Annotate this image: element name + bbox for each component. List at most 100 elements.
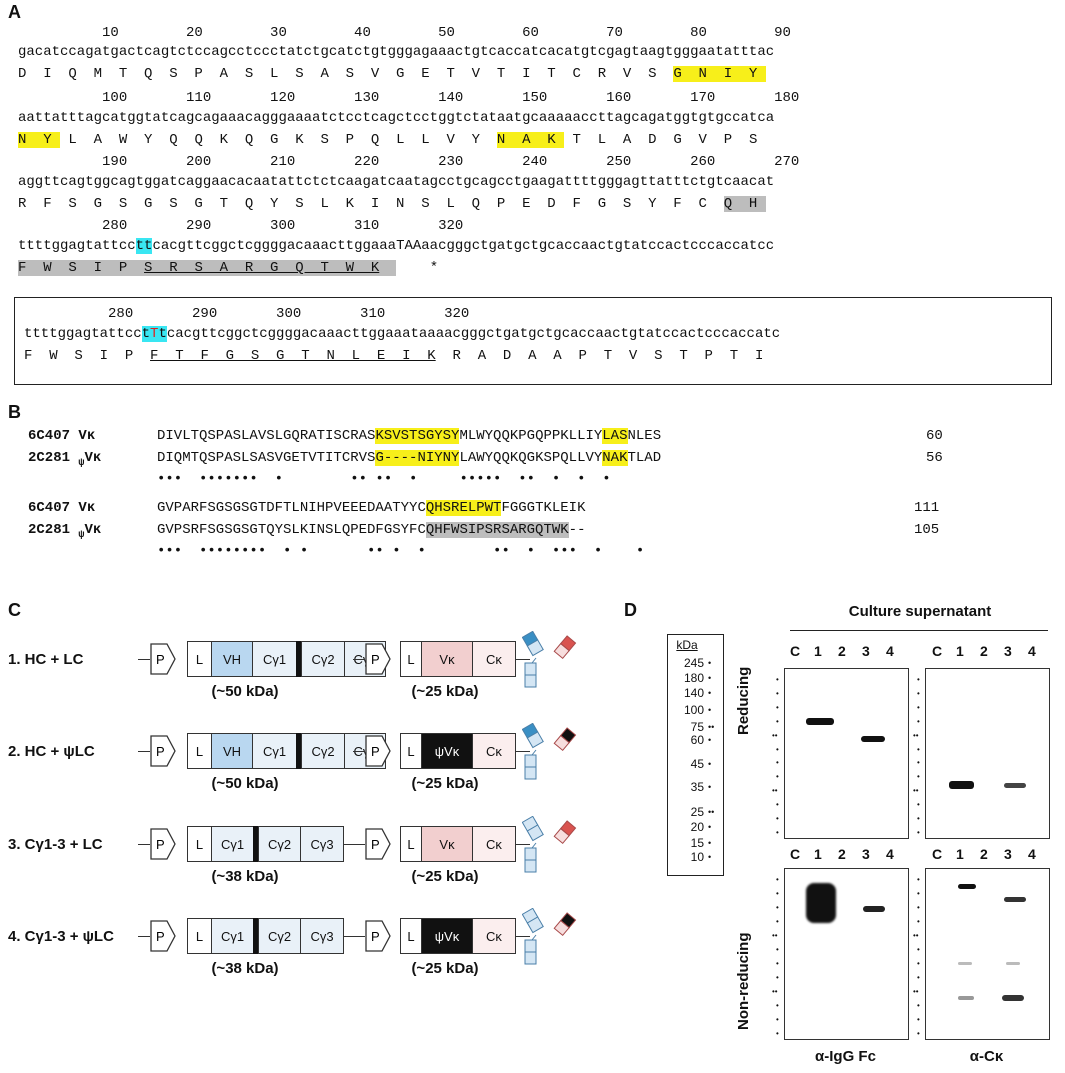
hc-segment: Cγ1 xyxy=(211,826,254,862)
hinge-bar xyxy=(296,733,301,769)
ladder-dot: • xyxy=(708,658,712,668)
frameshift-underline: S R S A R G Q T W K xyxy=(144,260,380,276)
ladder-mw: 75 xyxy=(690,720,704,734)
connector xyxy=(138,936,150,937)
inserted-base: T xyxy=(150,326,159,342)
seq-nucleotides: ttttggagtattccttcacgttcggctcggggacaaactt… xyxy=(18,238,775,254)
ladder-dot: • xyxy=(708,673,712,683)
lc-segment: L xyxy=(400,826,422,862)
marker-dot: • xyxy=(917,889,920,898)
promoter-label: P xyxy=(371,744,380,759)
lc-c-segment: Cκ xyxy=(472,918,516,954)
ladder-dot: •• xyxy=(708,807,715,817)
lane-label: 1 xyxy=(814,846,822,862)
lc-v-segment: Vκ xyxy=(421,641,473,677)
lane-label: 3 xyxy=(1004,643,1012,659)
marker-dot: • xyxy=(776,1029,779,1038)
hinge-bar xyxy=(253,826,258,862)
hc-segment: Cγ3 xyxy=(300,826,344,862)
promoter-icon: P xyxy=(365,735,391,767)
connector xyxy=(353,936,365,937)
marker-dot: • xyxy=(776,973,779,982)
connector xyxy=(138,659,150,660)
ladder-unit: kDa xyxy=(676,638,698,652)
lane-label: 3 xyxy=(862,846,870,862)
promoter-icon: P xyxy=(150,828,176,860)
ladder-dot: • xyxy=(708,759,712,769)
cdr3-highlight: Q H xyxy=(723,196,766,212)
lane-label: C xyxy=(790,643,801,659)
connector xyxy=(353,751,365,752)
marker-dot: •• xyxy=(913,987,919,996)
corrected-sequence-box xyxy=(14,297,1052,385)
marker-dot: • xyxy=(776,675,779,684)
hc-segment: L xyxy=(187,641,212,677)
deletion-site-highlight: tt xyxy=(135,238,153,254)
ladder-dot: • xyxy=(708,852,712,862)
band xyxy=(1004,897,1026,902)
marker-dot: • xyxy=(917,973,920,982)
ladder-mw: 10 xyxy=(690,850,704,864)
antibody-icon xyxy=(522,631,577,688)
marker-dot: • xyxy=(776,1015,779,1024)
lc-segment: L xyxy=(400,641,422,677)
alignment-seq: GVPSRFSGSGSGTQYSLKINSLQPEDFGSYFCQHFWSIPS… xyxy=(157,522,586,538)
marker-dot: • xyxy=(917,1001,920,1010)
seq-amino-acids: R F S G S G S G T Q Y S L K I N S L Q P … xyxy=(18,196,766,212)
seq-numbers: 100 110 120 130 140 150 160 170 180 xyxy=(18,90,800,106)
connector xyxy=(516,751,530,752)
hc-size: (~50 kDa) xyxy=(211,683,279,700)
ladder-box xyxy=(667,634,724,876)
promoter-label: P xyxy=(371,837,380,852)
marker-dot: • xyxy=(776,772,779,782)
lc-segment: L xyxy=(400,918,422,954)
lane-label: 1 xyxy=(956,846,964,862)
lc-v-segment: ψVκ xyxy=(421,733,473,769)
lc-size: (~25 kDa) xyxy=(411,960,479,977)
marker-dot: • xyxy=(776,702,779,712)
ladder-dot: • xyxy=(708,705,712,715)
conservation-dots: ••• •••••••• • • •• • • •• • ••• • • xyxy=(157,543,645,559)
construct-label: 4. Cγ1-3 + ψLC xyxy=(8,928,114,945)
marker-dot: •• xyxy=(913,931,919,940)
ladder-dot: • xyxy=(708,822,712,832)
promoter-icon: P xyxy=(365,828,391,860)
marker-dot: • xyxy=(917,875,920,884)
seq-nucleotides: ttttggagtattcctTtcacgttcggctcggggacaaact… xyxy=(24,326,781,342)
marker-dot: • xyxy=(917,917,920,926)
lane-label: 4 xyxy=(886,643,894,659)
promoter-label: P xyxy=(156,929,165,944)
alignment-seq: GVPARFSGSGSGTDFTLNIHPVEEEDAATYYCQHSRELPW… xyxy=(157,500,586,516)
panel-a-label: A xyxy=(8,2,21,22)
marker-dot: •• xyxy=(772,730,778,740)
promoter-icon: P xyxy=(150,643,176,675)
hc-segment: L xyxy=(187,733,212,769)
marker-dot: • xyxy=(917,772,920,782)
marker-dot: • xyxy=(917,1015,920,1024)
alignment-count: 105 xyxy=(914,522,940,538)
connector xyxy=(516,844,530,845)
cdr3-highlight: F W S I P S R S A R G Q T W K xyxy=(18,260,397,276)
alignment-row: 6C407 Vκ xyxy=(28,428,96,444)
seq-nucleotides: aggttcagtggcagtggatcaggaacacaatattctctca… xyxy=(18,174,775,190)
seq-nucleotides: aattatttagcatggtatcagcagaaacagggaaaatctc… xyxy=(18,110,775,126)
hc-segment: Cγ3 xyxy=(300,918,344,954)
antibody-label-ck: α-Cκ xyxy=(969,1048,1004,1065)
connector xyxy=(516,936,530,937)
connector xyxy=(138,751,150,752)
ladder-mw: 15 xyxy=(690,836,704,850)
lc-size: (~25 kDa) xyxy=(411,775,479,792)
lc-c-segment: Cκ xyxy=(472,733,516,769)
marker-dot: • xyxy=(776,889,779,898)
hc-segment: Cγ1 xyxy=(252,641,297,677)
promoter-icon: P xyxy=(365,920,391,952)
band xyxy=(958,884,976,889)
lc-size: (~25 kDa) xyxy=(411,683,479,700)
lc-c-segment: Cκ xyxy=(472,641,516,677)
hinge-bar xyxy=(296,641,301,677)
blot-title: Culture supernatant xyxy=(848,603,992,620)
marker-dot: • xyxy=(776,945,779,954)
ladder-mw: 45 xyxy=(690,757,704,771)
lane-label: 4 xyxy=(886,846,894,862)
corrected-frame-underline: F T F G S G T N L E I K xyxy=(150,348,436,364)
